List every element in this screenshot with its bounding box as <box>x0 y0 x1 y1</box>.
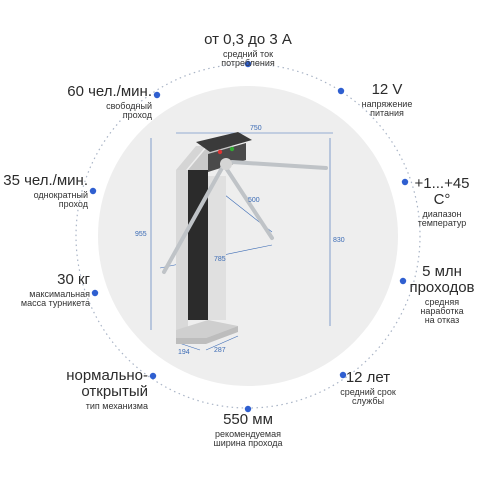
dot-current <box>244 60 252 68</box>
spec-cycles: 5 млн проходов средняя наработка на отка… <box>409 263 475 326</box>
dot-cycles <box>399 277 407 285</box>
arm-hub <box>220 158 232 170</box>
background-disc <box>98 86 398 386</box>
dim-955: 955 <box>135 231 147 238</box>
dim-750: 750 <box>250 125 262 132</box>
dim-785: 785 <box>214 256 226 263</box>
dot-temperature <box>401 178 409 186</box>
spec-voltage: 12 V напряжение питания <box>361 81 413 119</box>
ring-dots <box>89 60 409 413</box>
dot-width <box>244 405 252 413</box>
turnstile-body <box>176 132 252 344</box>
spec-free: 60 чел./мин. свободный проход <box>67 83 152 121</box>
dim-500: 500 <box>248 197 260 204</box>
spec-single: 35 чел./мин. однократный проход <box>3 172 88 210</box>
dot-mechanism <box>149 372 157 380</box>
dot-voltage <box>337 87 345 95</box>
spec-mechanism: нормально- открытый тип механизма <box>66 367 148 411</box>
spec-width: 550 мм рекомендуемая ширина прохода <box>213 411 283 449</box>
spec-current: от 0,3 до 3 А средний ток потребления <box>178 32 318 69</box>
spec-weight: 30 кг максимальная масса турникета <box>20 271 90 309</box>
turnstile-arms <box>162 160 328 274</box>
dim-287: 287 <box>214 347 226 354</box>
spec-temperature: +1...+45 C° диапазон температур <box>414 175 470 228</box>
dot-weight <box>91 289 99 297</box>
dot-single <box>89 187 97 195</box>
spec-current-value: от 0,3 до 3 А <box>204 31 292 48</box>
dim-830: 830 <box>333 237 345 244</box>
dot-free <box>153 91 161 99</box>
dot-lifetime <box>339 371 347 379</box>
dim-194: 194 <box>178 349 190 356</box>
spec-lifetime: 12 лет средний срок службы <box>340 369 396 407</box>
